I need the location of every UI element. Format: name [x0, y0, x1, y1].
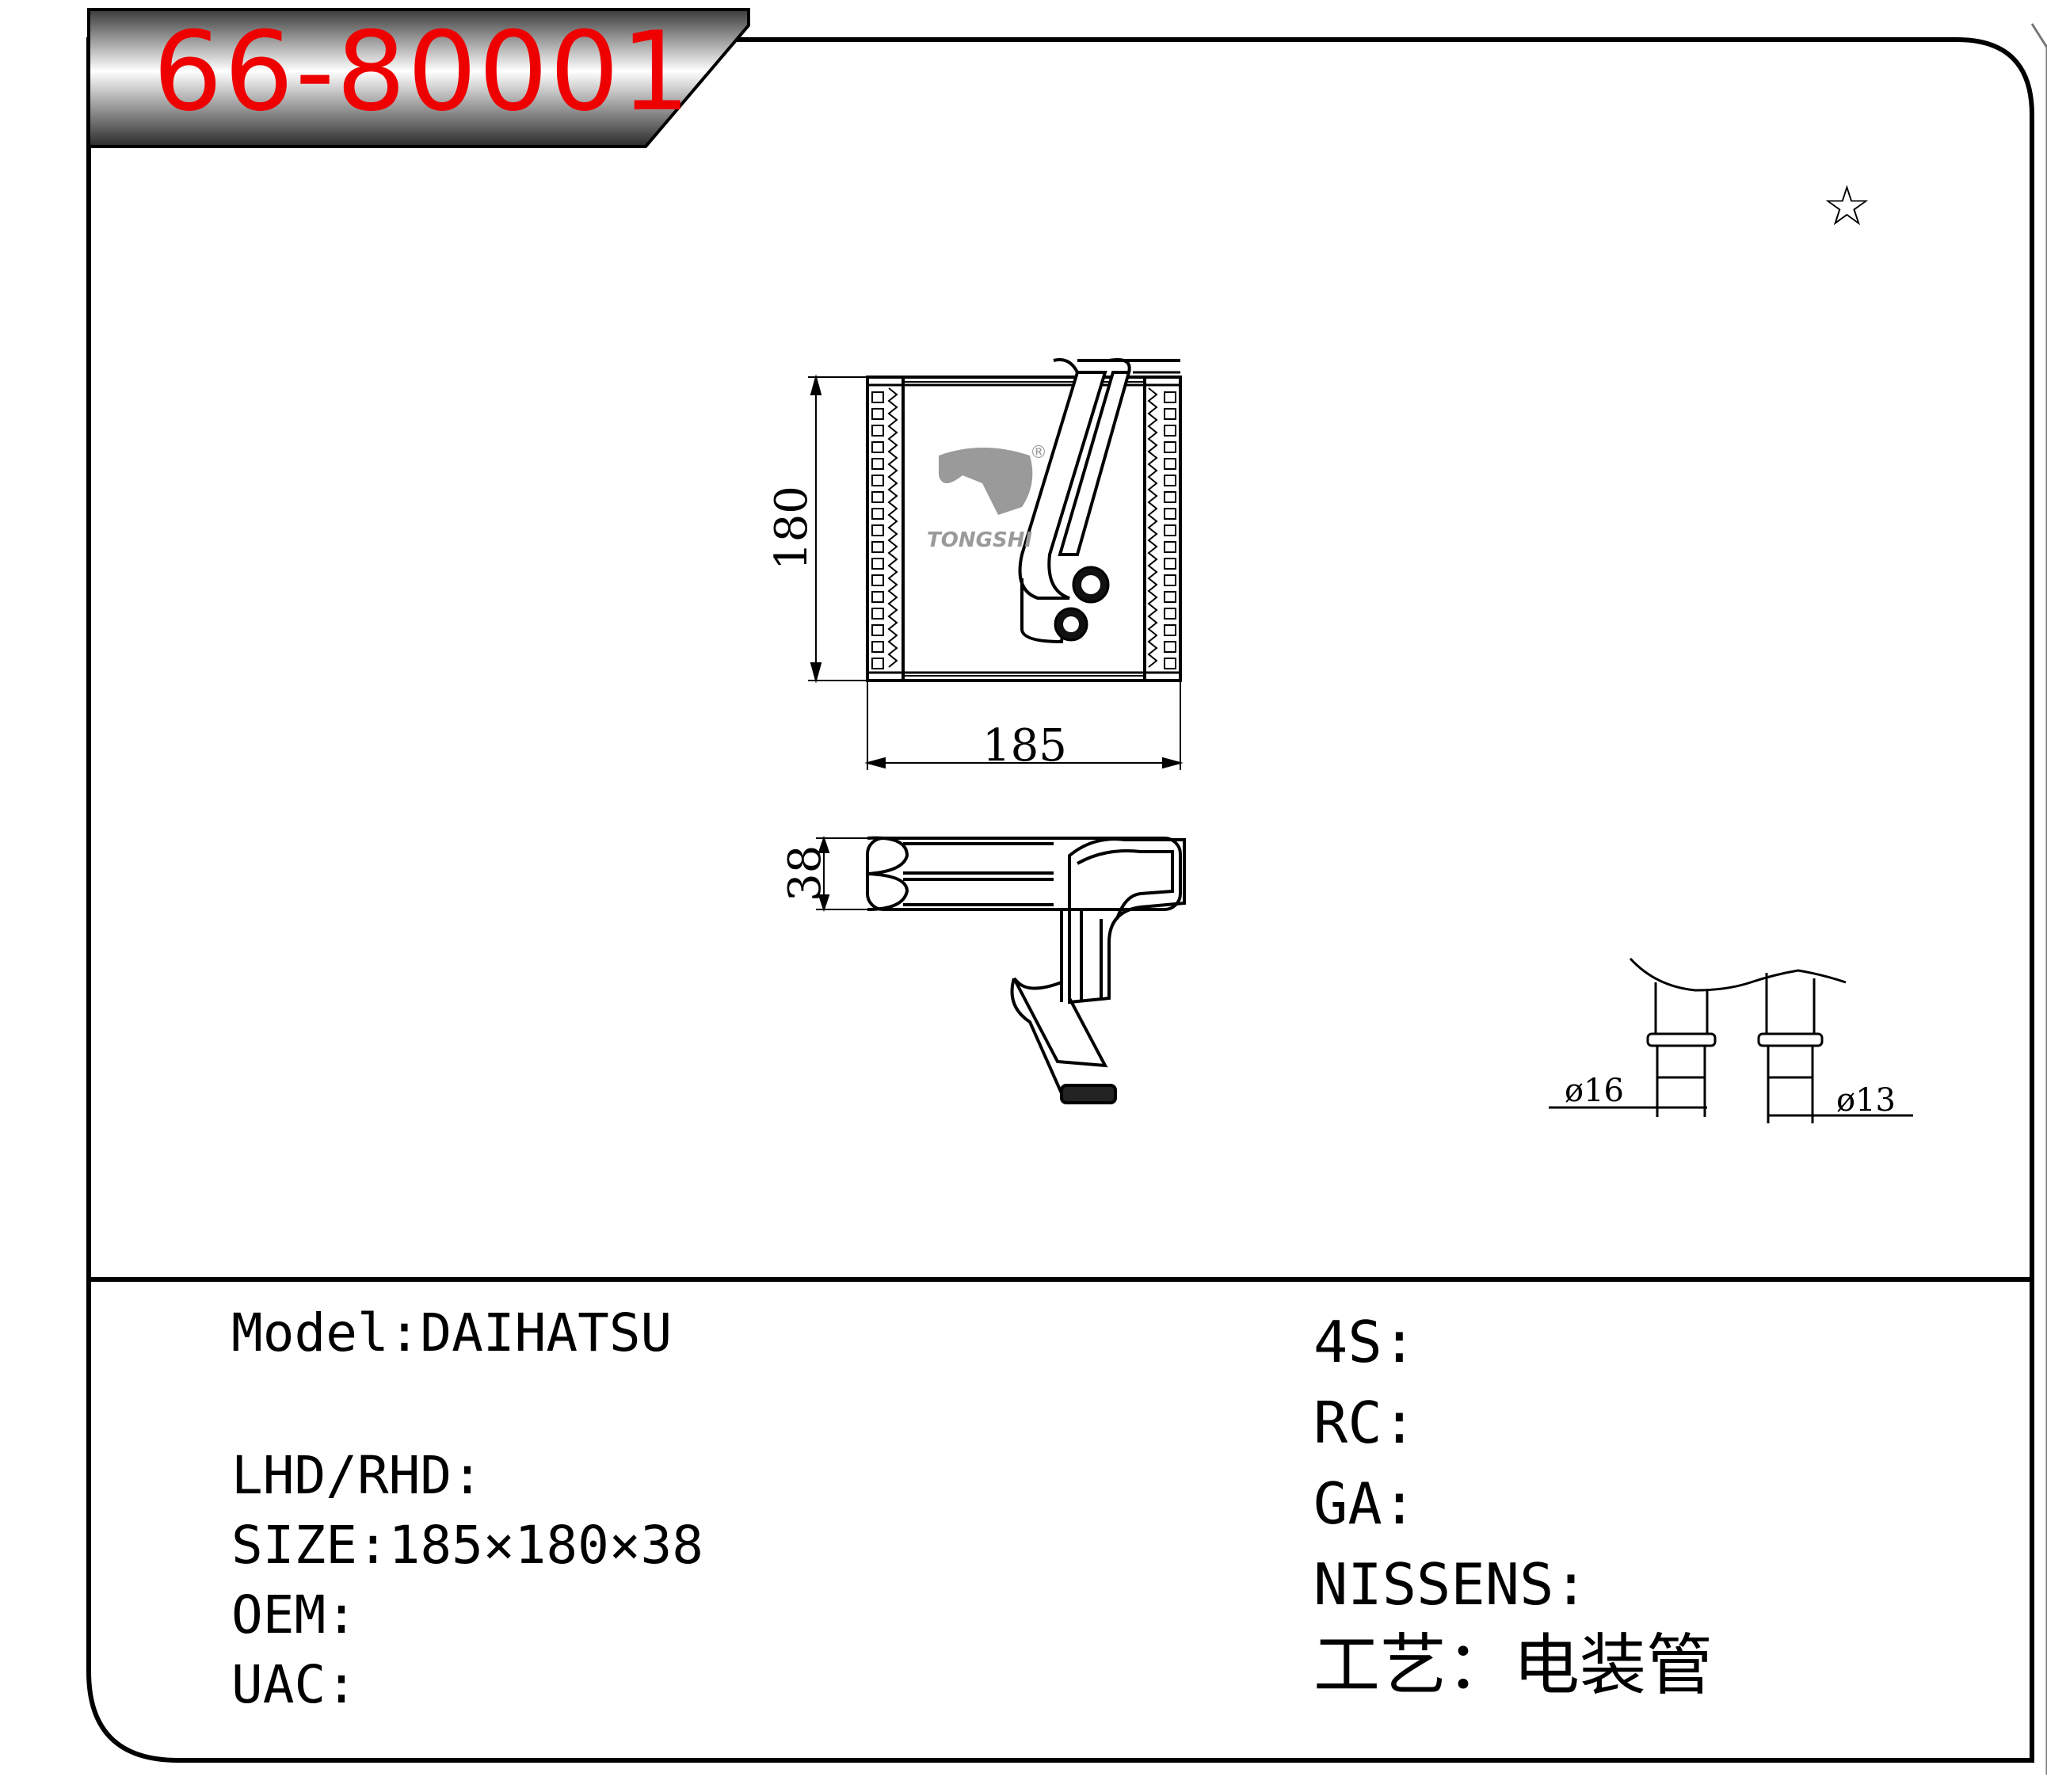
- spec-lhd-rhd: LHD/RHD:: [231, 1445, 483, 1506]
- header-plate: [87, 8, 750, 148]
- brand-logo: ® TONGSHI: [927, 443, 1047, 552]
- pipe-outlet: [1018, 371, 1107, 600]
- part-number: 66-80001: [153, 8, 692, 135]
- diameter-16-label: ø16: [1565, 1073, 1624, 1109]
- dimension-depth-label: 38: [780, 845, 831, 902]
- spec-model: Model:DAIHATSU: [231, 1302, 673, 1363]
- dimension-depth: [816, 835, 867, 913]
- spec-ga: GA:: [1313, 1470, 1417, 1537]
- evaporator-front-view: ® TONGSHI: [866, 358, 1182, 682]
- logo-text: TONGSHI: [927, 528, 1032, 552]
- evaporator-side-view: [866, 836, 1186, 1104]
- spec-rc: RC:: [1313, 1390, 1417, 1456]
- dimension-width-label: 185: [982, 720, 1067, 772]
- spec-process: 工艺：电装管: [1313, 1626, 1713, 1704]
- spec-size: SIZE:185×180×38: [231, 1515, 704, 1576]
- spec-oem: OEM:: [231, 1584, 357, 1645]
- dimension-height: [808, 374, 867, 684]
- star-icon: ☆: [1822, 173, 1872, 238]
- spec-nissens: NISSENS:: [1313, 1551, 1588, 1618]
- pipe-fitting-detail: [1549, 957, 1913, 1123]
- dimension-height-label: 180: [766, 486, 818, 570]
- dimension-width: [864, 681, 1184, 770]
- frame-shadow: [2030, 23, 2047, 1775]
- diameter-13-label: ø13: [1836, 1082, 1896, 1119]
- logo-mark: ®: [1030, 443, 1047, 463]
- spec-uac: UAC:: [231, 1654, 357, 1715]
- spec-4s: 4S:: [1313, 1309, 1417, 1375]
- outer-frame: [86, 37, 2034, 1763]
